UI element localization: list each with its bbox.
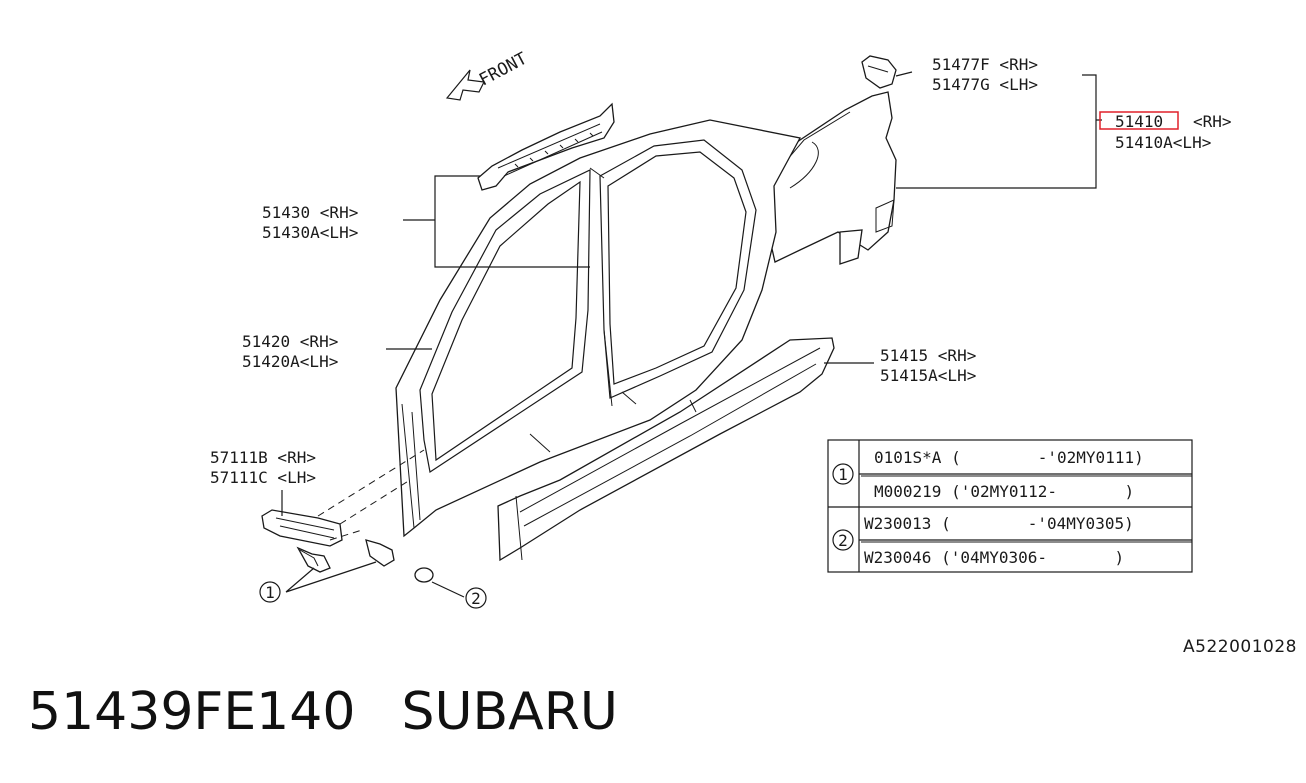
svg-text:1: 1: [265, 583, 275, 602]
table-row-2a: W230013 ( -'04MY0305): [864, 514, 1134, 533]
bolt-1-part[interactable]: [296, 546, 331, 573]
table-marker-1: [832, 463, 854, 485]
label-51477f: 51477F <RH>: [932, 55, 1038, 74]
label-51430: 51430 <RH>: [262, 203, 358, 222]
part-number: 51439FE140: [28, 682, 356, 742]
label-51430a: 51430A<LH>: [262, 223, 358, 242]
drawing-number: A522001028: [1183, 637, 1297, 657]
table-row-1b: M000219 ('02MY0112- ): [874, 482, 1134, 501]
index-marker-1: 1: [259, 581, 281, 603]
front-arrow-icon: [445, 69, 485, 101]
label-51410a: 51410A<LH>: [1115, 133, 1211, 152]
front-label: FRONT: [476, 49, 531, 91]
assembly-dash-lines: [317, 449, 425, 541]
table-row-2b: W230046 ('04MY0306- ): [864, 548, 1124, 567]
table-ref-1: 1: [838, 465, 848, 484]
brand-name: SUBARU: [401, 682, 618, 742]
side-frame-outer-part[interactable]: [395, 119, 801, 538]
page-title: 51439FE140 SUBARU: [28, 682, 618, 742]
label-51420: 51420 <RH>: [242, 332, 338, 351]
svg-text:2: 2: [471, 589, 481, 608]
table-ref-2: 2: [838, 531, 848, 550]
roof-rail-part[interactable]: [477, 102, 615, 191]
label-57111b: 57111B <RH>: [210, 448, 316, 467]
bracket-51477-part[interactable]: [861, 55, 897, 89]
label-51477g: 51477G <LH>: [932, 75, 1038, 94]
label-51415a: 51415A<LH>: [880, 366, 976, 385]
side-sill-part[interactable]: [497, 337, 835, 562]
label-51420a: 51420A<LH>: [242, 352, 338, 371]
label-51410-highlight[interactable]: 51410: [1115, 112, 1163, 131]
bracket-57111-part[interactable]: [261, 509, 343, 547]
reference-table: 1 2 0101S*A ( -'02MY0111) M000219 ('02MY…: [827, 439, 1193, 573]
bolt-2-part[interactable]: [365, 539, 395, 567]
label-51410-rh: <RH>: [1193, 112, 1232, 131]
grommet-part[interactable]: [414, 567, 434, 583]
highlight-box: [1099, 111, 1179, 130]
table-marker-2: [832, 529, 854, 551]
index-marker-2: 2: [465, 587, 487, 609]
label-57111c: 57111C <LH>: [210, 468, 316, 487]
table-row-1a: 0101S*A ( -'02MY0111): [874, 448, 1144, 467]
leader-lines: [281, 71, 1102, 598]
label-51415: 51415 <RH>: [880, 346, 976, 365]
